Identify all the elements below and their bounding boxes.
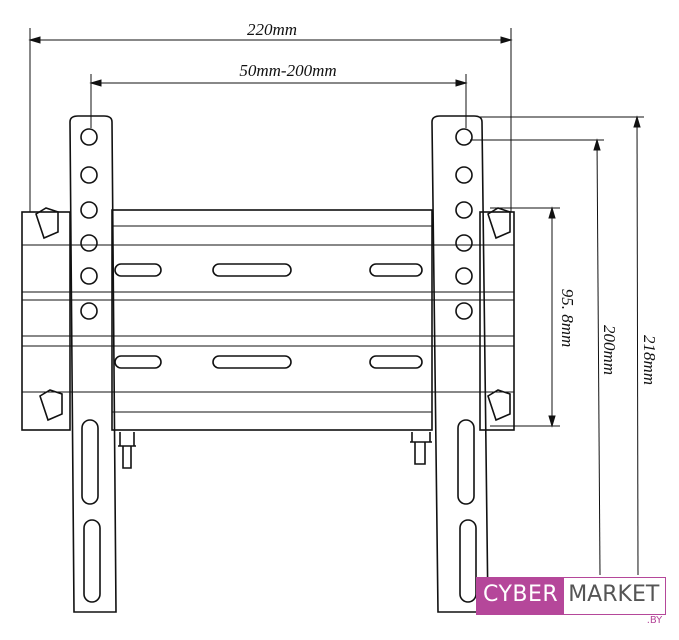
dimension-lines — [28, 28, 644, 576]
brand-right-text: MARKET — [568, 582, 660, 607]
dim-vesa-range: 50mm-200mm — [239, 61, 336, 80]
dim-plate-height: 95. 8mm — [558, 289, 577, 348]
brand-tld: .BY — [646, 615, 663, 626]
right-bracket — [431, 115, 489, 613]
dim-hole-span: 200mm — [600, 325, 619, 375]
brand-right: MARKET .BY — [564, 578, 666, 626]
brand-left: CYBER — [477, 578, 565, 614]
dim-overall-width: 220mm — [247, 20, 297, 39]
wall-plate — [21, 207, 515, 469]
cybermarket-watermark: CYBER MARKET .BY — [476, 577, 667, 626]
left-bracket — [69, 115, 117, 613]
dim-overall-height: 218mm — [640, 335, 659, 385]
